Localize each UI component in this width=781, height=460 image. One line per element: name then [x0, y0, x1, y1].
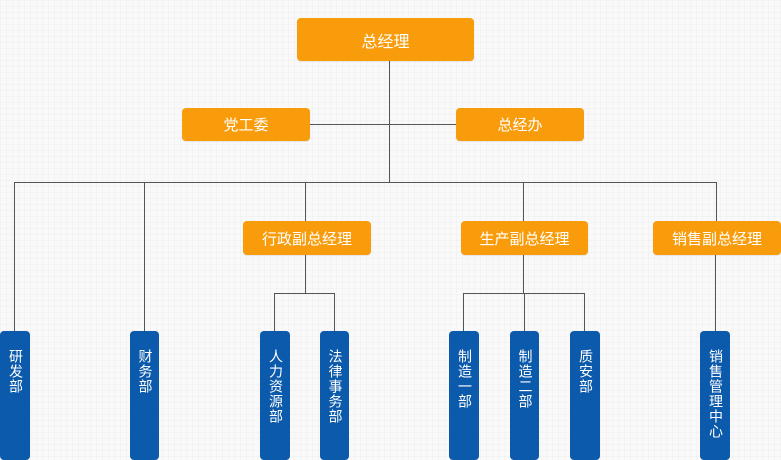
vp-node-admin: 行政副总经理 [243, 221, 371, 255]
vp-node-production: 生产副总经理 [461, 221, 588, 255]
connector-root-trunk [389, 61, 390, 183]
dept-node-label: 研发部 [7, 349, 23, 394]
staff-node-label: 总经办 [497, 116, 543, 134]
connector-mfg1-drop [463, 293, 464, 331]
connector-main-bar [14, 182, 716, 183]
connector-admin-stem [305, 255, 306, 293]
dept-node-label: 销售管理中心 [707, 349, 723, 439]
dept-node-label: 法律事务部 [326, 349, 343, 424]
connector-legal-drop [334, 293, 335, 331]
connector-qa-drop [584, 293, 585, 331]
dept-node-legal: 法律事务部 [320, 331, 349, 460]
connector-hr-drop [274, 293, 275, 331]
connector-prod-vp-drop [523, 182, 524, 221]
vp-node-label: 行政副总经理 [261, 229, 352, 248]
dept-node-hr: 人力资源部 [260, 331, 290, 460]
connector-prod-stem [523, 255, 524, 293]
dept-node-quality-safety: 质安部 [570, 331, 600, 460]
connector-sales-vp-drop [716, 182, 717, 221]
staff-node-label: 党工委 [223, 116, 269, 134]
dept-node-label: 制造一部 [456, 349, 472, 409]
vp-node-sales: 销售副总经理 [653, 221, 781, 255]
connector-staff-bar [309, 124, 456, 125]
dept-node-manufacturing-1: 制造一部 [449, 331, 479, 460]
dept-node-label: 质安部 [577, 349, 593, 394]
connector-rd-drop [14, 182, 15, 331]
connector-admin-vp-drop [305, 182, 306, 221]
dept-node-manufacturing-2: 制造二部 [510, 331, 539, 460]
vp-node-label: 生产副总经理 [479, 229, 570, 248]
dept-node-sales-center: 销售管理中心 [700, 331, 730, 460]
connector-finance-drop [144, 182, 145, 331]
connector-sales-stem [715, 255, 716, 331]
vp-node-label: 销售副总经理 [671, 229, 762, 248]
connector-mfg2-drop [524, 293, 525, 331]
staff-node-party-committee: 党工委 [182, 108, 310, 141]
dept-node-label: 制造二部 [516, 349, 533, 409]
root-node-label: 总经理 [361, 31, 410, 51]
dept-node-label: 人力资源部 [267, 349, 283, 424]
dept-node-rd: 研发部 [0, 331, 30, 460]
staff-node-gm-office: 总经办 [456, 108, 584, 141]
connector-admin-bar [274, 293, 335, 294]
dept-node-label: 财务部 [136, 349, 153, 394]
root-node: 总经理 [297, 18, 474, 61]
dept-node-finance: 财务部 [130, 331, 159, 460]
